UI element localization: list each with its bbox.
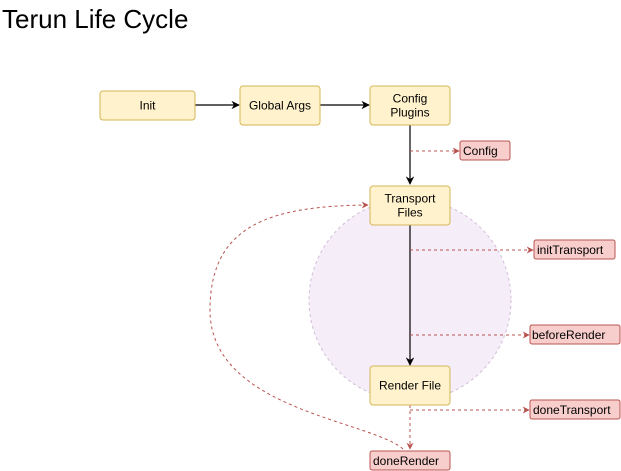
hook-done-render[interactable]: doneRender: [369, 450, 451, 471]
stage-render-file-label-line: Render File: [379, 379, 441, 393]
stage-init-label-line: Init: [139, 99, 156, 113]
stage-transport-files[interactable]: Transport Files: [369, 185, 451, 226]
stage-global-args-label-line: Global Args: [249, 99, 311, 113]
hook-done-render-label: doneRender: [373, 454, 439, 468]
stage-transport-files-label-2: Files: [397, 206, 422, 220]
hook-init-transport-label: initTransport: [537, 243, 604, 257]
stage-config-plugins-label-line-1: Config: [393, 92, 428, 106]
hook-before-render-label: beforeRender: [532, 328, 605, 342]
stage-render-file-label: Render File: [379, 379, 441, 393]
hook-config[interactable]: Config: [459, 140, 511, 161]
stage-global-args-label: Global Args: [249, 99, 311, 113]
edge-loop-back-to-transport: [209, 201, 404, 450]
stage-init[interactable]: Init: [99, 90, 196, 121]
stage-config-plugins-label-line-2: Plugins: [390, 106, 429, 120]
hook-before-render[interactable]: beforeRender: [529, 324, 621, 345]
stage-transport-files-label-line-1: Transport: [385, 192, 437, 206]
hook-init-transport[interactable]: initTransport: [533, 239, 616, 260]
stage-global-args[interactable]: Global Args: [239, 85, 321, 126]
stage-transport-files-label-line-2: Files: [397, 206, 422, 220]
hook-config-label: Config: [463, 144, 498, 158]
stage-config-plugins-label-2: Plugins: [390, 106, 429, 120]
stage-config-plugins[interactable]: Config Plugins: [369, 85, 451, 126]
page-title: Terun Life Cycle: [2, 4, 189, 34]
stage-transport-files-label: Transport: [385, 192, 437, 206]
stage-init-label: Init: [139, 99, 156, 113]
stage-render-file[interactable]: Render File: [369, 365, 451, 406]
hook-done-transport[interactable]: doneTransport: [529, 399, 621, 420]
hook-done-transport-label: doneTransport: [533, 403, 611, 417]
stage-config-plugins-label: Config: [393, 92, 428, 106]
